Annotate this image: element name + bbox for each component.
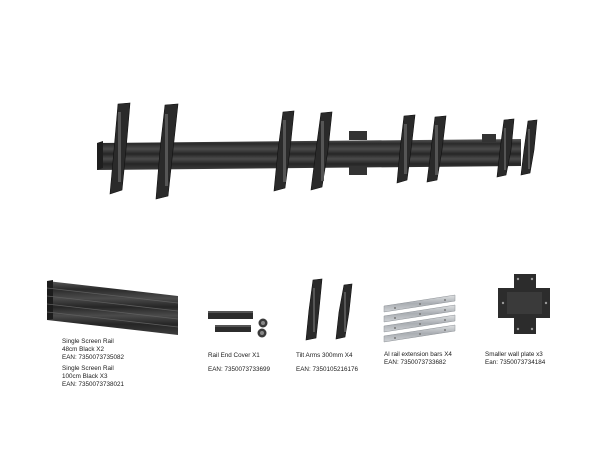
extension-bars-image — [383, 294, 456, 343]
caption-line: EAN: 7350073733699 — [208, 366, 270, 374]
caption-line: Single Screen Rail — [62, 364, 114, 372]
caption-line: Single Screen Rail — [62, 338, 114, 345]
caption-line: Smaller wall plate x3 — [485, 351, 543, 358]
single-screen-rail-caption: Single Screen Rail 48cm Black X2 EAN: 73… — [62, 338, 124, 389]
rail-end-cover-image — [208, 311, 268, 338]
arm-highlights — [118, 112, 530, 186]
tilt-arms-image — [305, 278, 353, 341]
rail-end-cover-caption: Rail End Cover X1 EAN: 7350073733699 — [208, 352, 270, 374]
caption-line: EAN: 7350073733682 — [384, 359, 446, 367]
caption-line: 100cm Black X3 — [62, 372, 108, 380]
caption-line: Ean: 7350073734184 — [485, 359, 546, 367]
wall-plate-caption: Smaller wall plate x3 Ean: 7350073734184 — [485, 351, 545, 367]
tilt-arms-caption: Tilt Arms 300mm X4 EAN: 7350105216176 — [296, 352, 358, 374]
wall-plate-image — [498, 274, 550, 334]
single-screen-rail-image — [46, 280, 179, 335]
caption-line: 48cm Black X2 — [62, 346, 104, 354]
caption-line: EAN: 7350073738021 — [62, 381, 124, 389]
caption-line: EAN: 7350073735082 — [62, 354, 124, 362]
rail-wall-plates — [349, 131, 496, 175]
caption-line: Tilt Arms 300mm X4 — [296, 352, 353, 359]
caption-line: EAN: 7350105216176 — [296, 366, 358, 374]
caption-line: Rail End Cover X1 — [208, 352, 260, 359]
extension-bars-caption: Al rail extension bars X4 EAN: 735007373… — [384, 351, 452, 367]
caption-line: Al rail extension bars X4 — [384, 351, 452, 358]
long-rail — [97, 139, 521, 170]
